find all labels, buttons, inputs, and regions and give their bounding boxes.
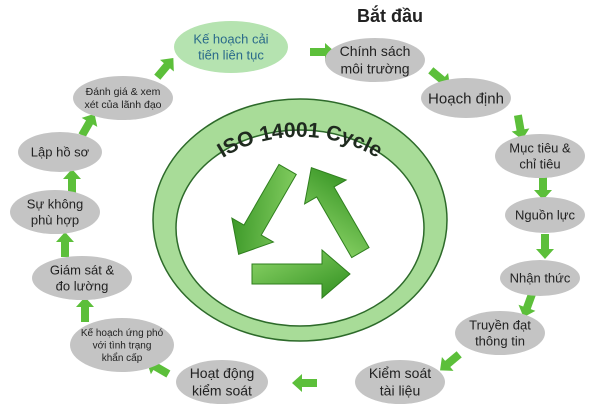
step-label: kiểm soát — [192, 383, 252, 399]
flow-arrow-icon — [440, 351, 462, 371]
step-label: Nhận thức — [510, 271, 571, 286]
step-label: khẩn cấp — [102, 352, 143, 364]
cycle-step-node: Sự không phù hợp — [10, 190, 100, 234]
step-label: Lập hồ sơ — [31, 145, 90, 160]
recycle-arrow-icon — [231, 163, 297, 255]
step-ellipse — [505, 197, 585, 233]
recycle-arrow-icon — [251, 248, 351, 300]
step-label: Mục tiêu & — [509, 140, 571, 155]
flow-arrow-icon — [63, 169, 81, 194]
step-label: chỉ tiêu — [519, 157, 560, 172]
step-label: Giám sát & — [50, 262, 115, 277]
cycle-step-node: Hoạt động kiểm soát — [176, 360, 268, 404]
step-label: tiến liên tục — [198, 48, 264, 63]
flow-arrow-icon — [56, 232, 74, 257]
step-label: đo lường — [56, 279, 109, 294]
recycle-icon — [231, 163, 370, 300]
step-ellipse — [455, 311, 545, 355]
cycle-step-node: Chính sách môi trường — [325, 38, 425, 82]
step-label: Sự không — [27, 196, 83, 211]
cycle-step-node: Truyền đạt thông tin — [455, 311, 545, 355]
step-label: Nguồn lực — [515, 208, 576, 223]
step-label: Kế hoạch cải — [193, 31, 268, 46]
flow-arrow-icon — [536, 234, 554, 259]
step-label: với tình trạng — [93, 341, 152, 352]
step-ellipse — [500, 260, 580, 296]
flow-arrow-icon — [154, 58, 174, 80]
step-label: Kế hoạch ứng phó — [81, 327, 164, 339]
start-label: Bắt đầu — [357, 5, 423, 26]
recycle-arrow-icon — [303, 167, 370, 259]
step-label: Hoạt động — [190, 365, 255, 381]
cycle-step-node: Hoạch định — [421, 78, 511, 118]
step-label: Đánh giá & xem — [86, 86, 161, 98]
step-label: tài liệu — [380, 383, 420, 399]
flow-arrow-icon — [511, 114, 530, 140]
flow-arrow-icon — [292, 374, 317, 392]
step-ellipse — [174, 21, 288, 73]
cycle-step-node: Lập hồ sơ — [18, 132, 102, 172]
step-ellipse — [421, 78, 511, 118]
flow-arrow-icon — [518, 292, 536, 318]
step-ellipse — [18, 132, 102, 172]
step-label: Kiểm soát — [369, 365, 431, 381]
step-ellipse — [70, 318, 174, 372]
step-label: Hoạch định — [428, 90, 504, 107]
cycle-step-node: Kế hoạch cải tiến liên tục — [174, 21, 288, 73]
cycle-step-node: Kiểm soát tài liệu — [355, 360, 445, 404]
step-ellipse — [10, 190, 100, 234]
step-ellipse — [176, 360, 268, 404]
flow-arrow-icon — [534, 175, 552, 200]
step-label: phù hợp — [31, 213, 79, 228]
step-ellipse — [355, 360, 445, 404]
step-label: xét của lãnh đạo — [84, 99, 161, 111]
cycle-step-node: Nhận thức — [500, 260, 580, 296]
step-ellipse — [32, 256, 132, 300]
step-label: Truyền đạt — [469, 317, 531, 332]
step-ellipse — [325, 38, 425, 82]
step-label: môi trường — [340, 61, 409, 77]
step-ellipse — [73, 76, 173, 120]
cycle-step-node: Giám sát & đo lường — [32, 256, 132, 300]
step-ellipse — [495, 134, 585, 178]
step-label: thông tin — [475, 334, 525, 349]
flow-arrow-icon — [76, 297, 94, 322]
step-label: Chính sách — [340, 43, 411, 59]
cycle-ring-inner — [175, 129, 425, 327]
flow-arrow-icon — [78, 113, 98, 138]
cycle-step-node: Nguồn lực — [505, 197, 585, 233]
cycle-step-node: Mục tiêu & chỉ tiêu — [495, 134, 585, 178]
